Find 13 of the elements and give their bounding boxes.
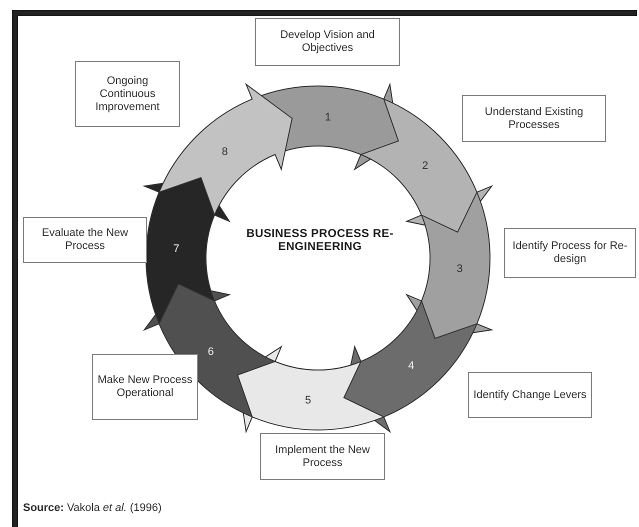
- step-box: Evaluate the New Process: [23, 217, 147, 263]
- source-caption: Source: Vakola et al. (1996): [23, 502, 162, 514]
- arrow-segment: 3: [406, 192, 492, 339]
- arrow-segment: 5: [237, 346, 384, 432]
- step-box: Identify Change Levers: [468, 372, 592, 418]
- step-box: Implement the New Process: [260, 433, 385, 480]
- step-box: Understand Existing Processes: [462, 95, 606, 142]
- step-box: Identify Process for Re-design: [504, 228, 636, 278]
- arrow-segment: 7: [144, 177, 230, 324]
- step-box: Make New Process Operational: [92, 354, 198, 420]
- step-box: Develop Vision and Objectives: [255, 18, 400, 66]
- step-box: Ongoing Continuous Improvement: [75, 61, 180, 127]
- arrow-segment: 8: [158, 84, 293, 216]
